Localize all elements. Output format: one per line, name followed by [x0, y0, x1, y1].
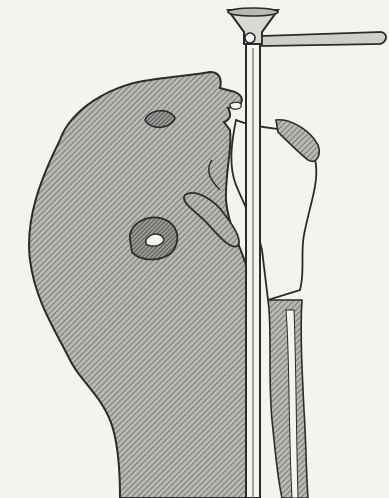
clamp-handle: [262, 32, 386, 46]
clamp-screw: [245, 33, 255, 43]
head-silhouette: [29, 72, 250, 498]
funnel-rim: [228, 8, 278, 16]
ear-canal: [146, 234, 164, 246]
nasal-opening: [230, 102, 241, 109]
